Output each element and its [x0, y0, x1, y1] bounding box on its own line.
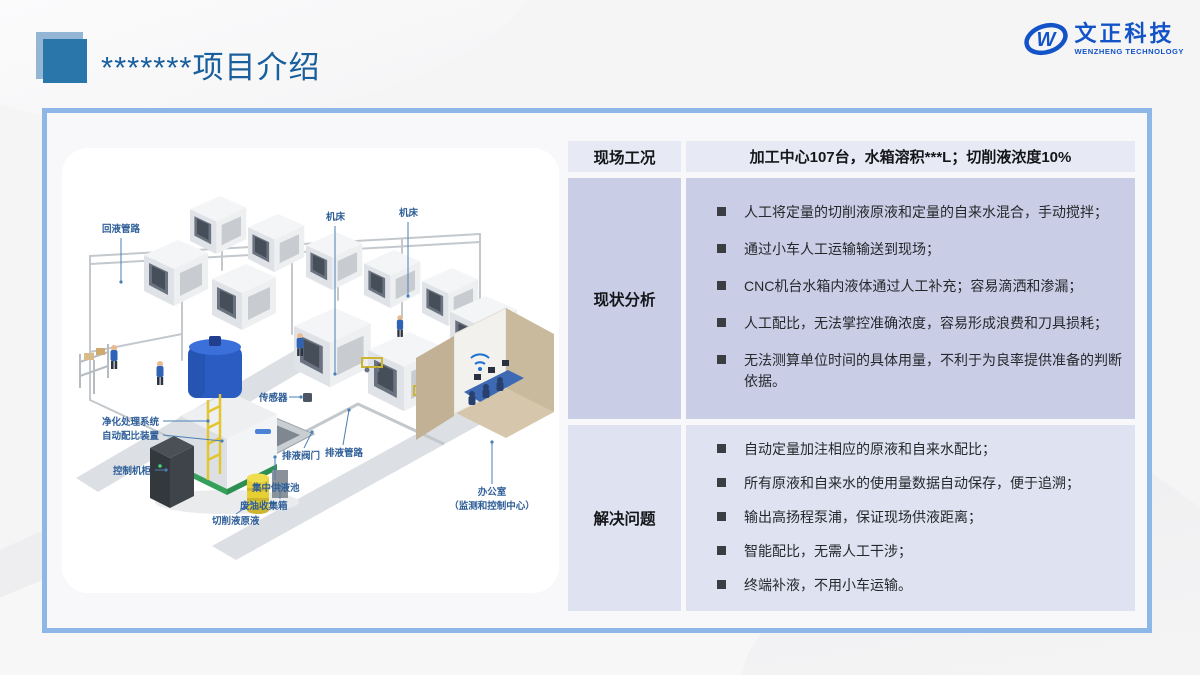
- solutions-list: 自动定量加注相应的原液和自来水配比； 所有原液和自来水的使用量数据自动保存，便于…: [716, 439, 1123, 596]
- bullet-square-icon: [717, 281, 726, 290]
- logo-sub-text: WENZHENG TECHNOLOGY: [1074, 46, 1184, 56]
- bullet-square-icon: [717, 355, 726, 364]
- bullet-item: 智能配比，无需人工干涉；: [716, 541, 1123, 562]
- bullet-square-icon: [717, 207, 726, 216]
- bullet-square-icon: [717, 318, 726, 327]
- bullet-square-icon: [717, 580, 726, 589]
- bullet-item: 输出高扬程泵浦，保证现场供液距离；: [716, 507, 1123, 528]
- bullet-text: 人工配比，无法掌控准确浓度，容易形成浪费和刀具损耗；: [744, 315, 1108, 331]
- wifi-icon: [470, 353, 490, 365]
- office-room: [416, 307, 554, 440]
- status-analysis-list: 人工将定量的切削液原液和定量的自来水混合，手动搅拌； 通过小车人工运输输送到现场…: [716, 202, 1123, 392]
- bullet-square-icon: [717, 444, 726, 453]
- bullet-square-icon: [717, 244, 726, 253]
- row-value-solutions: 自动定量加注相应的原液和自来水配比； 所有原液和自来水的使用量数据自动保存，便于…: [686, 425, 1135, 611]
- diagram-label-machine-2: 机床: [399, 207, 419, 219]
- diagram-label-office-sub: （监测和控制中心）: [449, 500, 535, 512]
- diagram-label-auto-ratio: 自动配比装置: [102, 430, 160, 442]
- factory-illustration: 回液管路 机床 机床 净化处理系统 自动配比装置 控制机柜 传感器 排液阀门 排…: [62, 148, 559, 593]
- wifi-dot: [478, 367, 482, 371]
- row-value-site-condition: 加工中心107台，水箱溶积***L；切削液浓度10%: [686, 141, 1135, 172]
- title-square-front: [43, 39, 87, 83]
- diagram-label-office: 办公室: [478, 486, 507, 498]
- bullet-item: 人工配比，无法掌控准确浓度，容易形成浪费和刀具损耗；: [716, 313, 1123, 334]
- bullet-text: 终端补液，不用小车运输。: [744, 577, 912, 593]
- bullet-item: 通过小车人工运输输送到现场；: [716, 239, 1123, 260]
- diagram-label-waste-box: 废油收集箱: [240, 500, 288, 512]
- bullet-square-icon: [717, 512, 726, 521]
- bullet-text: 智能配比，无需人工干涉；: [744, 543, 912, 559]
- bullet-item: 所有原液和自来水的使用量数据自动保存，便于追溯；: [716, 473, 1123, 494]
- page-title: *******项目介绍: [101, 50, 321, 85]
- bullet-text: 无法测算单位时间的具体用量，不利于为良率提供准备的判断依据。: [744, 352, 1122, 389]
- bullet-item: 自动定量加注相应的原液和自来水配比；: [716, 439, 1123, 460]
- bullet-item: CNC机台水箱内液体通过人工补充；容易滴洒和渗漏；: [716, 276, 1123, 297]
- diagram-label-machine-1: 机床: [326, 211, 346, 223]
- logo-w-icon: W: [1023, 22, 1068, 56]
- diagram-label-sensor: 传感器: [258, 392, 288, 404]
- sensor-box: [303, 393, 312, 402]
- diagram-label-return-pipe: 回液管路: [102, 223, 141, 235]
- row-value-status-analysis: 人工将定量的切削液原液和定量的自来水混合，手动搅拌； 通过小车人工运输输送到现场…: [686, 178, 1135, 419]
- bullet-text: 输出高扬程泵浦，保证现场供液距离；: [744, 509, 982, 525]
- shelving: [79, 344, 109, 394]
- bullet-item: 人工将定量的切削液原液和定量的自来水混合，手动搅拌；: [716, 202, 1123, 223]
- control-cabinet: [150, 436, 194, 508]
- bullet-text: 自动定量加注相应的原液和自来水配比；: [744, 441, 996, 457]
- company-logo: W 文正科技 WENZHENG TECHNOLOGY: [1021, 17, 1184, 61]
- row-label-solutions: 解决问题: [568, 425, 681, 611]
- diagram-label-drain-pipe: 排液管路: [325, 447, 364, 459]
- diagram-label-control-cabinet: 控制机柜: [113, 465, 152, 477]
- waste-collection-box: [272, 470, 288, 498]
- row-label-site-condition: 现场工况: [568, 141, 681, 172]
- blue-tank: [188, 336, 242, 398]
- bullet-text: 通过小车人工运输输送到现场；: [744, 241, 940, 257]
- leader-lines: [120, 222, 493, 515]
- diagram-label-purify-system: 净化处理系统: [102, 416, 160, 428]
- row-label-status-analysis: 现状分析: [568, 178, 681, 419]
- bullet-square-icon: [717, 546, 726, 555]
- bullet-square-icon: [717, 478, 726, 487]
- bullet-text: 人工将定量的切削液原液和定量的自来水混合，手动搅拌；: [744, 204, 1108, 220]
- logo-monogram: W: [1036, 29, 1057, 51]
- bullet-item: 无法测算单位时间的具体用量，不利于为良率提供准备的判断依据。: [716, 350, 1123, 392]
- bullet-text: 所有原液和自来水的使用量数据自动保存，便于追溯；: [744, 475, 1080, 491]
- diagram-label-supply-pool: 集中供液池: [251, 482, 300, 494]
- info-table: 现场工况 加工中心107台，水箱溶积***L；切削液浓度10% 现状分析 人工将…: [568, 141, 1135, 611]
- logo-brand-text: 文正科技: [1074, 20, 1175, 46]
- factory-scene: 回液管路 机床 机床 净化处理系统 自动配比装置 控制机柜 传感器 排液阀门 排…: [76, 196, 554, 560]
- bullet-item: 终端补液，不用小车运输。: [716, 575, 1123, 596]
- bullet-text: CNC机台水箱内液体通过人工补充；容易滴洒和渗漏；: [744, 278, 1083, 294]
- leader-dots: [119, 280, 494, 505]
- diagram-label-fluid-raw: 切削液原液: [212, 515, 260, 527]
- fluid-barrel: [247, 473, 269, 514]
- diagram-label-drain-valve: 排液阀门: [282, 450, 320, 462]
